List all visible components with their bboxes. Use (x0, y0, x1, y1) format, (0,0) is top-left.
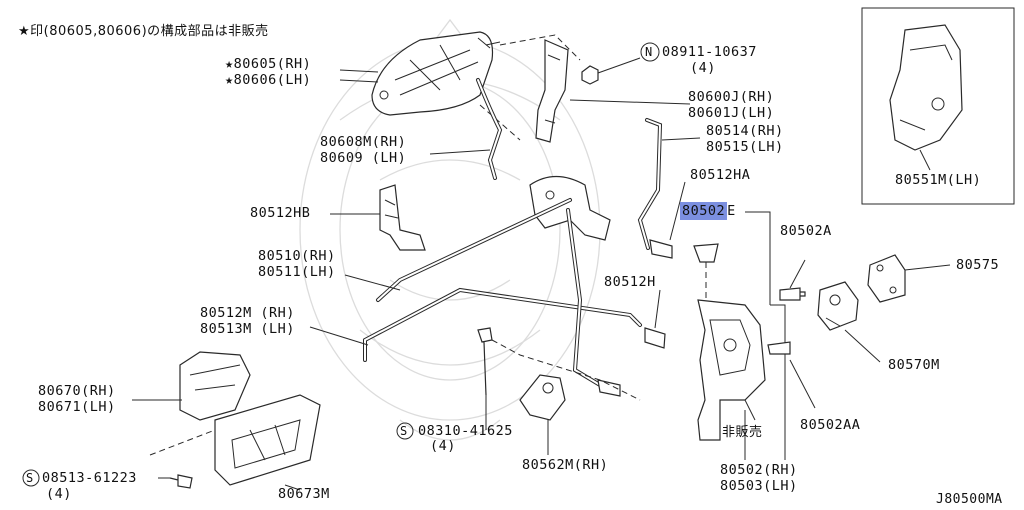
label-80671[interactable]: 80671(LH) (38, 399, 116, 415)
bracket-80600j (535, 39, 569, 143)
label-80608m[interactable]: 80608M(RH) (320, 134, 407, 150)
label-08911-qty: (4) (690, 60, 716, 76)
label-80512h[interactable]: 80512H (604, 274, 656, 290)
s-symbol-2: S (400, 424, 408, 438)
label-80673m[interactable]: 80673M (278, 486, 330, 502)
clip-80512hb (379, 184, 426, 251)
nut-08911 (581, 65, 599, 85)
label-80512m[interactable]: 80512M (RH) (200, 305, 295, 321)
label-80562m[interactable]: 80562M(RH) (522, 457, 609, 473)
label-08911[interactable]: 08911-10637 (662, 44, 757, 60)
label-non-sale: 非販売 (722, 425, 763, 440)
inset-frame (861, 7, 1015, 205)
label-08513[interactable]: 08513-61223 (42, 470, 137, 486)
label-80503-lh[interactable]: 80503(LH) (720, 478, 798, 494)
part-80551m (889, 24, 963, 151)
label-80601j[interactable]: 80601J(LH) (688, 105, 775, 121)
label-08310-qty: (4) (430, 438, 456, 454)
label-80570m[interactable]: 80570M (888, 357, 940, 373)
label-80502aa[interactable]: 80502AA (800, 417, 861, 433)
label-80510[interactable]: 80510(RH) (258, 248, 336, 264)
label-80513m[interactable]: 80513M (LH) (200, 321, 295, 337)
outside-handle-assembly (371, 31, 501, 116)
header-note: ★印(80605,80606)の構成部品は非販売 (18, 24, 269, 39)
label-80502-rh[interactable]: 80502(RH) (720, 462, 798, 478)
label-08513-qty: (4) (46, 486, 72, 502)
diagram-code: J80500MA (936, 492, 1003, 507)
inside-handle-80670 (179, 351, 251, 421)
label-80502a[interactable]: 80502A (780, 223, 832, 239)
grommet-80502 (693, 243, 719, 263)
label-80551m[interactable]: 80551M(LH) (895, 172, 982, 188)
label-80512ha[interactable]: 80512HA (690, 167, 751, 183)
n-symbol: N (645, 45, 653, 59)
label-80575[interactable]: 80575 (956, 257, 1000, 273)
striker-80570m (817, 281, 859, 331)
s-symbol-1: S (26, 471, 34, 485)
label-80512hb[interactable]: 80512HB (250, 205, 311, 221)
bezel-80673m (214, 394, 321, 486)
label-80514[interactable]: 80514(RH) (706, 123, 784, 139)
label-80515[interactable]: 80515(LH) (706, 139, 784, 155)
label-08310[interactable]: 08310-41625 (418, 423, 513, 439)
label-80511[interactable]: 80511(LH) (258, 264, 336, 280)
label-80606[interactable]: ★80606(LH) (225, 72, 312, 88)
clip-80512ha (649, 239, 673, 259)
label-80670[interactable]: 80670(RH) (38, 383, 116, 399)
actuator-80562m (519, 374, 566, 421)
plate-80575 (867, 254, 906, 303)
label-80502-suffix: E (727, 203, 736, 219)
label-80605[interactable]: ★80605(RH) (225, 56, 312, 72)
door-lock-assembly (697, 299, 766, 441)
label-80600j[interactable]: 80600J(RH) (688, 89, 775, 105)
clip-80512h (644, 327, 666, 349)
label-80609[interactable]: 80609 (LH) (320, 150, 407, 166)
highlight-80502[interactable]: 80502 (680, 202, 728, 220)
